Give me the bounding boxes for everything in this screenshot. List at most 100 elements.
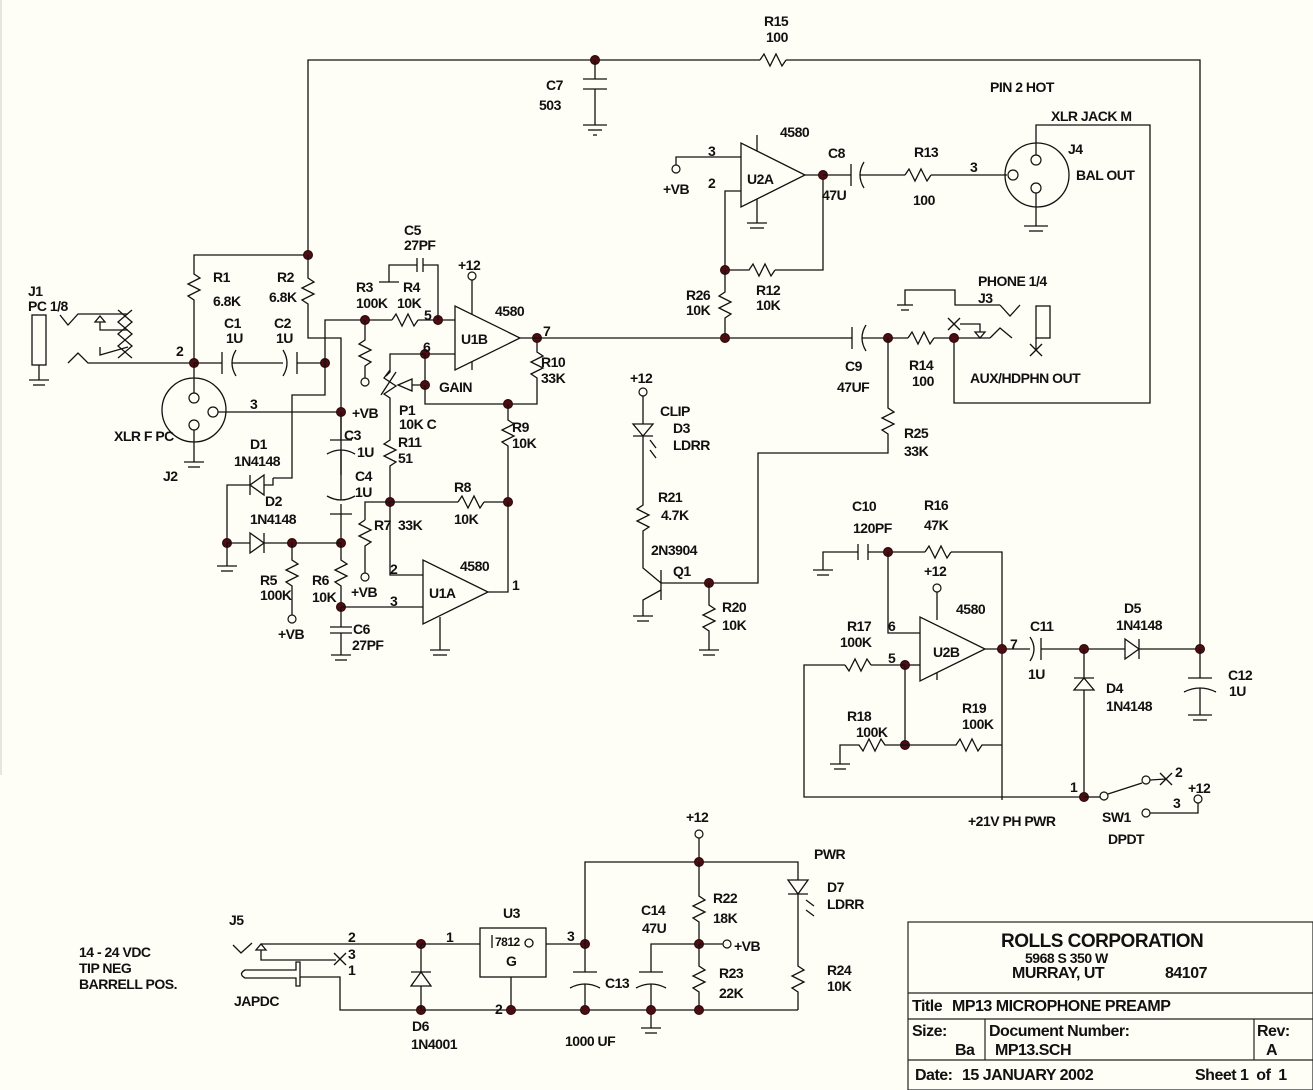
pin2-hot-note: PIN 2 HOT [990,79,1055,95]
U3-part: 7812 [495,935,521,949]
U1B-pin5: 5 [424,307,432,323]
C8-label: C8 [828,145,846,161]
C9-value: 47UF [837,379,870,395]
D7-label: D7 [827,879,845,895]
R24-value: 10K [827,978,852,994]
R15-value: 100 [766,29,789,45]
clip-indicator [631,387,719,656]
U2A-opamp [671,135,828,338]
R8-label: R8 [454,479,472,495]
phone-1-4-label: PHONE 1/4 [978,273,1047,289]
D2-label: D2 [265,493,283,509]
xlr-pin2: 2 [176,343,184,359]
gain-label: GAIN [439,379,472,395]
D2-value: 1N4148 [250,511,297,527]
R21-value: 4.7K [661,507,689,523]
document-number: MP13.SCH [995,1042,1071,1059]
J5-pin1: 1 [348,962,356,978]
power-supply [232,829,815,1034]
SW1-pin1: 1 [1070,779,1078,795]
D1-value: 1N4148 [234,453,281,469]
R1-label: R1 [213,269,231,285]
D5-value: 1N4148 [1116,617,1163,633]
size-value: Ba [955,1042,975,1059]
C3-label: C3 [344,427,362,443]
R15-label: R15 [764,13,789,29]
supply-note-2: TIP NEG [79,960,132,976]
wire-top-bus [307,52,1201,648]
company-zip: 84107 [1165,965,1208,982]
R13-label: R13 [914,144,939,160]
rev-value: A [1266,1042,1278,1059]
R7-value: 33K [398,517,423,533]
R14-value: 100 [912,373,935,389]
date-value: 15 JANUARY 2002 [962,1067,1094,1084]
R12-value: 10K [756,297,781,313]
U2B-pin7: 7 [1010,636,1018,652]
U1B-pin7: 7 [543,323,551,339]
pwr-label: PWR [814,846,846,862]
C10-label: C10 [852,498,877,514]
C2-value: 1U [276,330,293,346]
D7-value: LDRR [827,896,864,912]
C10-value: 120PF [853,520,893,536]
U1A-label: U1A [429,585,456,601]
R16-value: 47K [924,517,949,533]
U3-pin2: 2 [495,1001,503,1017]
R18-label: R18 [847,708,872,724]
R25-value: 33K [904,443,929,459]
D1-label: D1 [250,436,268,452]
C2-label: C2 [274,315,292,331]
R3-label: R3 [356,279,374,295]
R7-label: R7 [374,517,392,533]
document-number-label: Document Number: [989,1023,1129,1040]
R4-label: R4 [403,279,421,295]
C11-value: 1U [1028,666,1045,682]
R17-value: 100K [840,634,872,650]
D6-label: D6 [412,1018,430,1034]
D4-value: 1N4148 [1106,698,1153,714]
output-balanced [823,124,1151,404]
U1A-part: 4580 [460,558,490,574]
C12-label: C12 [1228,667,1253,683]
SW1-label: SW1 [1102,809,1132,825]
U2A-label: U2A [747,171,774,187]
R18-value: 100K [856,724,888,740]
D6-value: 1N4001 [411,1036,458,1052]
C4-label: C4 [355,468,373,484]
D4-label: D4 [1106,680,1124,696]
J5-pin2: 2 [348,929,356,945]
J1-label: J1 [28,283,43,299]
C8-value: 47U [822,187,847,203]
SW1-pin2: 2 [1175,764,1183,780]
SW1-type: DPDT [1108,831,1145,847]
R23-label: R23 [719,965,744,981]
japdc-label: JAPDC [234,993,279,1009]
input-jacks [29,250,360,479]
clip-label: CLIP [660,403,690,419]
supply-note-1: 14 - 24 VDC [79,944,151,960]
R26-label: R26 [686,287,711,303]
supply-vplus: +12 [686,809,709,825]
R10-label: R10 [541,354,566,370]
U2B-vplus: +12 [924,563,947,579]
R19-label: R19 [962,700,987,716]
rev-label: Rev: [1257,1023,1290,1040]
R9-label: R9 [512,419,530,435]
J1-type: PC 1/8 [28,298,69,314]
R19-value: 100K [962,716,994,732]
R14-label: R14 [909,357,934,373]
Q1-label: Q1 [673,563,691,579]
U1A-pin1: 1 [512,577,520,593]
xlr-f-pc-label: XLR F PC [114,428,174,444]
U2A-pin3: 3 [708,143,716,159]
U3-label: U3 [503,905,521,921]
company-name: ROLLS CORPORATION [1001,931,1203,952]
R5-label: R5 [260,572,278,588]
P1-label: P1 [399,402,416,418]
U2B-pin6: 6 [888,618,896,634]
C9-label: C9 [845,358,863,374]
U1B-opamp [357,258,840,500]
R4-value: 10K [397,295,422,311]
C12-value: 1U [1229,683,1246,699]
